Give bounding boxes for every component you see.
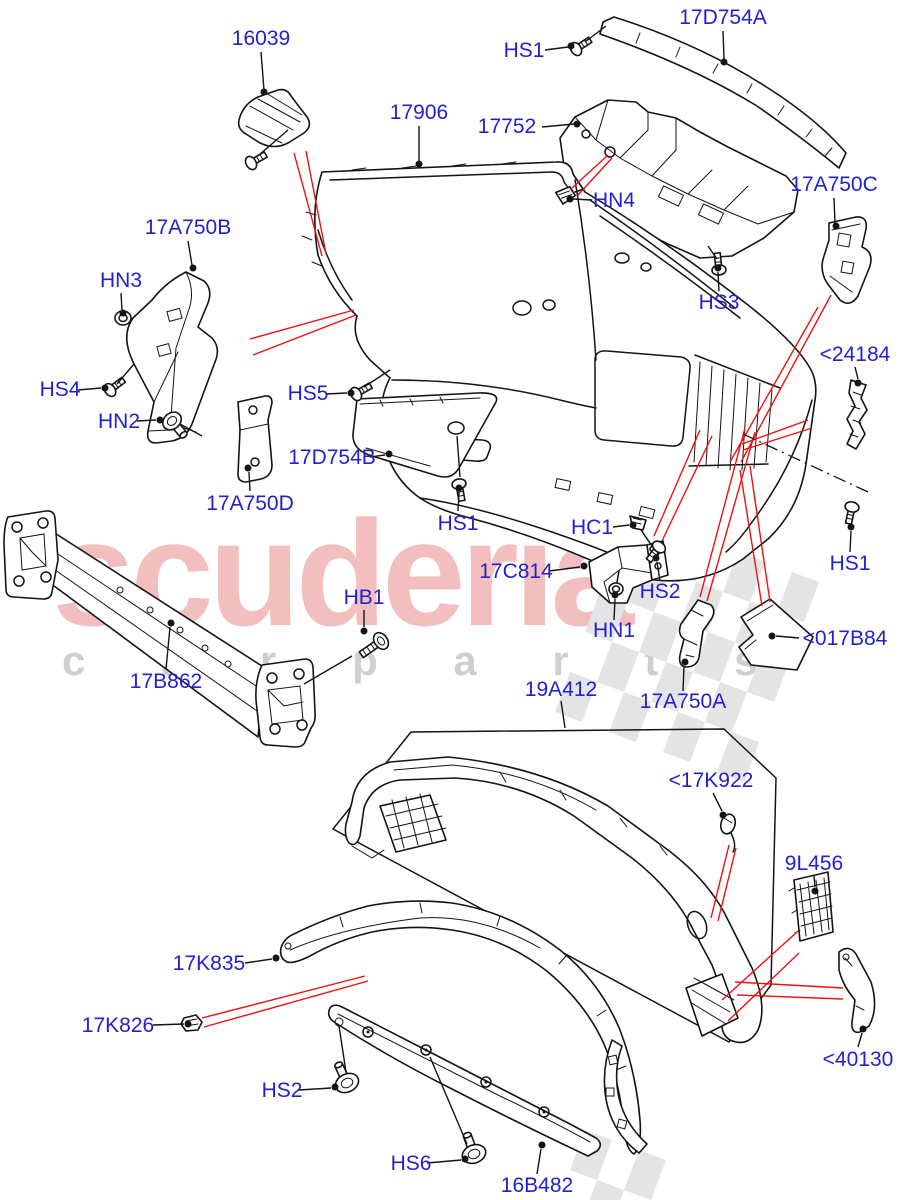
part-label-17k826[interactable]: 17K826 bbox=[81, 1014, 155, 1037]
fastener-hn4-clip bbox=[554, 185, 585, 205]
part-label-16039[interactable]: 16039 bbox=[231, 27, 291, 50]
checker-cell bbox=[651, 662, 693, 712]
part-label-hn3[interactable]: HN3 bbox=[99, 269, 143, 292]
part-label-hn4[interactable]: HN4 bbox=[592, 189, 636, 212]
part-label-24184[interactable]: <24184 bbox=[819, 343, 891, 366]
part-17a750c-drawing bbox=[821, 216, 872, 304]
part-label-17c814[interactable]: 17C814 bbox=[479, 560, 553, 583]
part-label-17d754a[interactable]: 17D754A bbox=[679, 6, 767, 29]
checker-cell bbox=[777, 572, 819, 622]
part-label-hb1[interactable]: HB1 bbox=[343, 586, 385, 609]
checker-cell bbox=[589, 1180, 624, 1200]
part-17a750b-drawing bbox=[125, 271, 219, 444]
checker-cell bbox=[705, 682, 747, 732]
checker-cell bbox=[555, 672, 597, 722]
part-16039-drawing bbox=[237, 88, 311, 148]
part-017b84-drawing bbox=[738, 598, 814, 671]
part-label-17a750a[interactable]: 17A750A bbox=[639, 690, 727, 713]
part-label-9l456[interactable]: 9L456 bbox=[784, 852, 844, 875]
checker-cell bbox=[585, 592, 627, 642]
fastener-hn2-pin bbox=[161, 411, 188, 439]
red-pointer-lines bbox=[201, 150, 844, 1028]
f astener-17k826-clip bbox=[180, 1014, 203, 1032]
part-17b862-beam-drawing bbox=[3, 510, 316, 748]
part-label-hs1-right[interactable]: HS1 bbox=[829, 552, 871, 575]
part-label-hs3[interactable]: HS3 bbox=[698, 291, 740, 314]
part-16b482-skidplate-drawing bbox=[327, 1004, 648, 1157]
part-label-17a750b[interactable]: 17A750B bbox=[144, 216, 232, 239]
checker-cell bbox=[597, 642, 639, 692]
part-17a750d-drawing bbox=[237, 395, 273, 483]
alignment-dash-line bbox=[742, 433, 869, 493]
part-label-hs5[interactable]: HS5 bbox=[287, 382, 329, 405]
fastener-hs1-screw-16039 bbox=[244, 151, 269, 171]
part-17d754a-drawing bbox=[599, 16, 847, 169]
part-label-17a750c[interactable]: 17A750C bbox=[790, 173, 878, 196]
part-label-hn1[interactable]: HN1 bbox=[592, 619, 636, 642]
fastener-hs1-screw-right bbox=[844, 501, 860, 526]
part-19a412-valance-drawing bbox=[344, 756, 763, 1044]
part-label-17k835[interactable]: 17K835 bbox=[172, 952, 246, 975]
fastener-hs2-screw-mid bbox=[645, 540, 667, 564]
part-label-hs2-mid[interactable]: HS2 bbox=[639, 580, 681, 603]
part-label-hn2[interactable]: HN2 bbox=[97, 410, 141, 433]
part-label-hs4[interactable]: HS4 bbox=[39, 378, 81, 401]
fastener-hs2-pin-bottom bbox=[333, 1061, 360, 1094]
part-label-17b862[interactable]: 17B862 bbox=[129, 670, 203, 693]
part-label-16b482[interactable]: 16B482 bbox=[500, 1174, 574, 1197]
part-label-hs1-mid[interactable]: HS1 bbox=[437, 512, 479, 535]
checker-cell bbox=[663, 712, 705, 762]
part-label-17906[interactable]: 17906 bbox=[389, 101, 449, 124]
part-17a750a-drawing bbox=[678, 599, 715, 668]
part-label-hc1[interactable]: HC1 bbox=[570, 516, 614, 539]
leader-lines bbox=[77, 25, 867, 1175]
part-40130-bracket-drawing bbox=[838, 947, 876, 1034]
part-label-17k922[interactable]: <17K922 bbox=[668, 769, 754, 792]
fastener-hs1-screw-mid bbox=[451, 478, 467, 503]
part-label-hs1-top[interactable]: HS1 bbox=[503, 39, 545, 62]
part-label-17a750d[interactable]: 17A750D bbox=[206, 492, 294, 515]
part-label-17752[interactable]: 17752 bbox=[477, 115, 537, 138]
part-9l456-mesh-drawing bbox=[788, 871, 834, 942]
part-17k835-trim-drawing bbox=[279, 900, 642, 1155]
fastener-hs6-pin bbox=[461, 1131, 487, 1165]
part-label-19a412[interactable]: 19A412 bbox=[524, 678, 598, 701]
checker-cell bbox=[693, 632, 735, 682]
part-17k922-clip-drawing bbox=[719, 813, 737, 853]
part-hb1-bolt-drawing bbox=[358, 631, 390, 659]
part-24184-drawing bbox=[846, 379, 868, 450]
checker-cell bbox=[639, 612, 681, 662]
checker-cell bbox=[717, 732, 759, 782]
assembly-box-19a412 bbox=[332, 728, 777, 1043]
part-label-17d754b[interactable]: 17D754B bbox=[288, 446, 376, 469]
part-label-hs2-bottom[interactable]: HS2 bbox=[261, 1079, 303, 1102]
part-label-017b84[interactable]: <017B84 bbox=[802, 627, 888, 650]
part-label-hs6[interactable]: HS6 bbox=[390, 1152, 432, 1175]
part-label-40130[interactable]: <40130 bbox=[822, 1048, 894, 1071]
checker-cell bbox=[624, 1150, 666, 1200]
